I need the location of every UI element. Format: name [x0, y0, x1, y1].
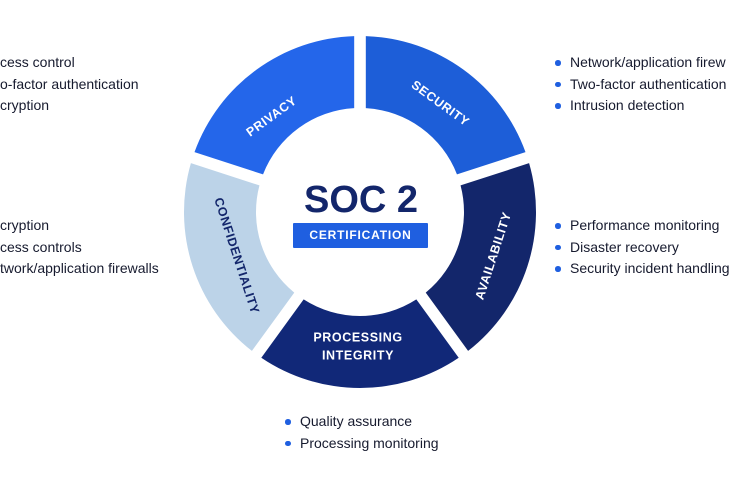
processing-integrity-label-line1: PROCESSING — [313, 330, 402, 344]
list-item: Network/application firew — [555, 52, 726, 74]
list-item: Quality assurance — [285, 411, 439, 433]
security-segment — [365, 36, 526, 175]
list-item: Intrusion detection — [555, 95, 726, 117]
list-item: Security incident handling — [555, 258, 730, 280]
list-item: Disaster recovery — [555, 237, 730, 259]
list-item: twork/application firewalls — [0, 260, 159, 276]
soc2-title: SOC 2 — [304, 179, 418, 221]
certification-label: CERTIFICATION — [309, 228, 411, 242]
list-item: cess control — [0, 54, 75, 70]
list-item: Processing monitoring — [285, 433, 439, 455]
privacy-segment — [194, 36, 355, 175]
confidentiality-feature-list: cryption cess controls twork/application… — [0, 215, 159, 280]
list-item: cryption — [0, 97, 50, 113]
processing-integrity-feature-list: Quality assurance Processing monitoring — [285, 411, 439, 454]
confidentiality-segment — [183, 163, 295, 351]
processing-integrity-label-line2: INTEGRITY — [322, 348, 394, 362]
privacy-feature-list: cess control o-factor authentication cry… — [0, 52, 139, 117]
processing-integrity-segment — [261, 299, 459, 388]
availability-segment — [425, 163, 537, 351]
certification-badge — [293, 223, 428, 248]
list-item: cryption — [0, 217, 50, 233]
list-item: o-factor authentication — [0, 75, 139, 92]
list-item: Two-factor authentication — [555, 74, 726, 96]
availability-feature-list: Performance monitoring Disaster recovery… — [555, 215, 730, 280]
security-feature-list: Network/application firew Two-factor aut… — [555, 52, 726, 117]
list-item: Performance monitoring — [555, 215, 730, 237]
list-item: cess controls — [0, 238, 82, 255]
